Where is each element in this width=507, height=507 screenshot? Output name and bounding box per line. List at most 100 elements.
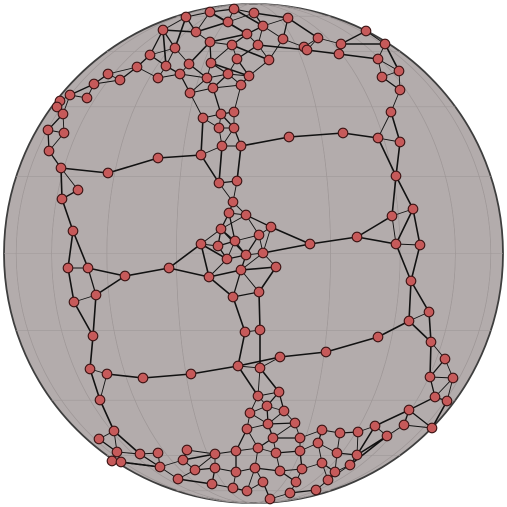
graph-node — [115, 456, 127, 468]
graph-edge — [257, 44, 308, 51]
graph-edge — [338, 53, 379, 60]
graph-node — [189, 464, 201, 476]
graph-node — [248, 7, 260, 19]
graph-node — [262, 418, 274, 430]
graph-edge — [60, 167, 109, 174]
graph-edge — [95, 275, 126, 296]
graph-node — [190, 26, 202, 38]
graph-node — [195, 149, 207, 161]
graph-node — [68, 296, 80, 308]
graph-node — [56, 193, 68, 205]
graph-node — [169, 42, 181, 54]
graph-edge — [208, 269, 242, 278]
graph-node — [241, 28, 253, 40]
graph-node — [131, 61, 143, 73]
graph-node — [106, 455, 118, 467]
graph-node — [252, 442, 264, 454]
graph-node — [221, 253, 233, 265]
graph-node — [81, 92, 93, 104]
graph-node — [212, 240, 224, 252]
graph-node — [263, 54, 275, 66]
graph-node — [254, 324, 266, 336]
graph-node — [261, 400, 273, 412]
graph-node — [183, 58, 195, 70]
graph-node — [203, 271, 215, 283]
graph-node — [372, 331, 384, 343]
graph-node — [274, 351, 286, 363]
graph-node — [226, 39, 238, 51]
graph-node — [64, 89, 76, 101]
graph-node — [230, 466, 242, 478]
graph-edge — [162, 29, 197, 33]
graph-node — [230, 445, 242, 457]
graph-node — [352, 426, 364, 438]
graph-node — [184, 87, 196, 99]
graph-node — [351, 231, 363, 243]
graph-node — [301, 44, 313, 56]
graph-edge — [395, 243, 412, 282]
graph-node — [270, 447, 282, 459]
graph-node — [369, 420, 381, 432]
graph-edge — [231, 44, 270, 61]
graph-node — [394, 136, 406, 148]
graph-node — [185, 368, 197, 380]
graph-edge — [162, 29, 167, 67]
graph-edge — [200, 117, 204, 156]
graph-edge — [200, 154, 220, 184]
graph-node — [87, 330, 99, 342]
graph-node — [111, 446, 123, 458]
graph-edge — [237, 365, 259, 397]
graph-node — [228, 122, 240, 134]
graph-nodes — [42, 3, 459, 505]
graph-node — [398, 419, 410, 431]
graph-node — [257, 20, 269, 32]
graph-node — [252, 39, 264, 51]
graph-edge — [174, 16, 187, 49]
graph-edge — [124, 267, 170, 277]
graph-node — [310, 484, 322, 496]
graph-edge — [342, 132, 379, 139]
graph-node — [289, 417, 301, 429]
graph-node — [213, 177, 225, 189]
graph-edge — [182, 453, 216, 461]
graph-node — [379, 38, 391, 50]
graph-edge — [61, 198, 74, 232]
graph-node — [393, 65, 405, 77]
graph-node — [207, 82, 219, 94]
graph-edge — [92, 294, 97, 337]
graph-node — [157, 24, 169, 36]
graph-node — [274, 465, 286, 477]
graph-node — [296, 463, 308, 475]
graph-node — [229, 235, 241, 247]
graph-edge — [113, 430, 141, 455]
graph-edge — [142, 373, 192, 379]
graph-node — [101, 368, 113, 380]
graph-node — [177, 454, 189, 466]
graph-node — [204, 6, 216, 18]
graph-edge — [209, 33, 248, 43]
graph-edge — [377, 137, 397, 177]
graph-node — [241, 423, 253, 435]
graph-node — [119, 270, 131, 282]
graph-node — [257, 476, 269, 488]
graph-node — [195, 238, 207, 250]
graph-node — [270, 261, 282, 273]
graph-edge — [395, 208, 414, 245]
graph-node — [322, 474, 334, 486]
graph-node — [102, 167, 114, 179]
graph-node — [93, 433, 105, 445]
graph-node — [386, 210, 398, 222]
graph-node — [205, 57, 217, 69]
graph-node — [152, 447, 164, 459]
graph-edge — [395, 175, 414, 210]
graph-edge — [262, 243, 311, 254]
graph-node — [235, 140, 247, 152]
graph-node — [152, 72, 164, 84]
graph-node — [337, 127, 349, 139]
graph-node — [231, 53, 243, 65]
graph-node — [215, 108, 227, 120]
graph-node — [253, 286, 265, 298]
graph-node — [284, 487, 296, 499]
graph-edge — [200, 243, 210, 278]
